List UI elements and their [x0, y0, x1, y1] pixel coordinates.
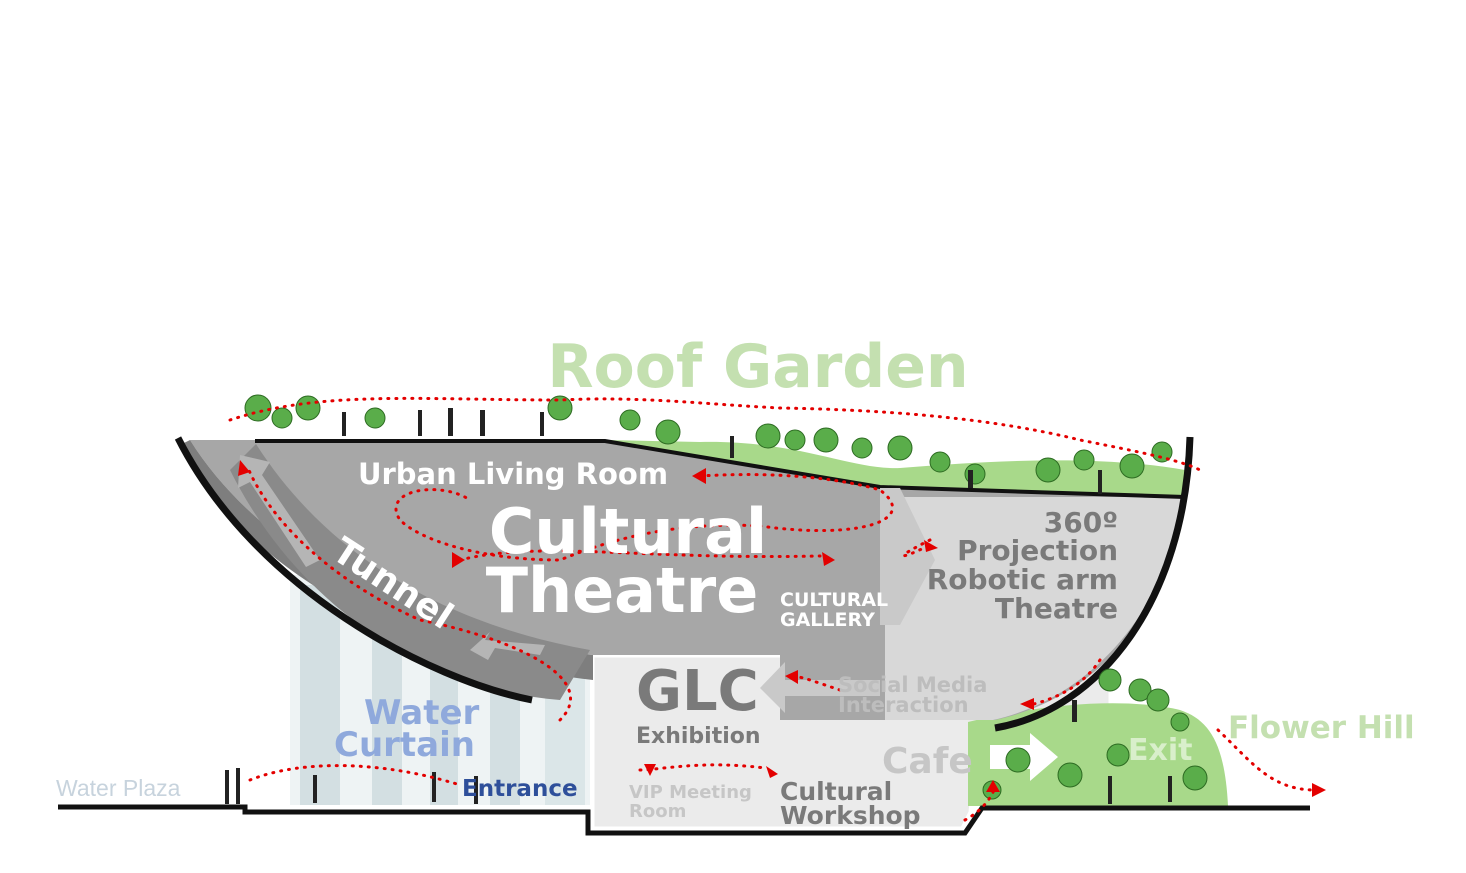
water-label: Water: [364, 693, 480, 733]
path-arrowheads: [238, 460, 1326, 797]
cafe-label: Cafe: [882, 741, 973, 782]
roof-garden-label: Roof Garden: [547, 332, 968, 402]
social-media-label-line1: Social Media: [838, 673, 987, 697]
people: [225, 408, 1172, 804]
ground-line: [58, 804, 1310, 836]
flower-hill-mound: [968, 703, 1228, 806]
entrance-label: Entrance: [462, 776, 578, 802]
bowl-right-line: [994, 436, 1194, 732]
social-media-label-line2: Interaction: [838, 693, 969, 717]
urban-living-room-label: Urban Living Room: [358, 457, 668, 491]
curtain-label: Curtain: [334, 725, 475, 765]
robotic-theatre-label: Theatre: [995, 592, 1118, 625]
water-plaza-label: Water Plaza: [56, 775, 181, 801]
projection-360-label: 360º: [1044, 506, 1118, 539]
theatre-label: Theatre: [486, 554, 759, 627]
exhibition-label: Exhibition: [636, 724, 761, 749]
trees: [244, 394, 1208, 800]
tunnel-ramp: [230, 444, 590, 700]
flower-hill-label: Flower Hill: [1228, 710, 1415, 746]
projection-area: [885, 497, 1183, 720]
bowl-outer-line: [174, 436, 533, 704]
cultural-workshop-label-line2: Workshop: [780, 801, 921, 830]
robotic-arm-label: Robotic arm: [927, 563, 1118, 596]
cultural-gallery-label-line1: CULTURAL: [780, 589, 888, 611]
circulation-path: [228, 396, 1317, 822]
flow-arrows: [238, 455, 1058, 781]
cultural-gallery-label-line2: GALLERY: [780, 609, 875, 631]
cultural-workshop-label-line1: Cultural: [780, 777, 892, 806]
roof-outline: [255, 439, 1186, 499]
cultural-label: Cultural: [489, 495, 767, 568]
glc-label: GLC: [636, 659, 759, 724]
vip-room-label-line2: Room: [629, 801, 686, 822]
exit-label: Exit: [1128, 733, 1192, 768]
vip-room-label-line1: VIP Meeting: [629, 782, 752, 803]
roof-grass: [605, 440, 1185, 497]
projection-label: Projection: [957, 534, 1118, 567]
